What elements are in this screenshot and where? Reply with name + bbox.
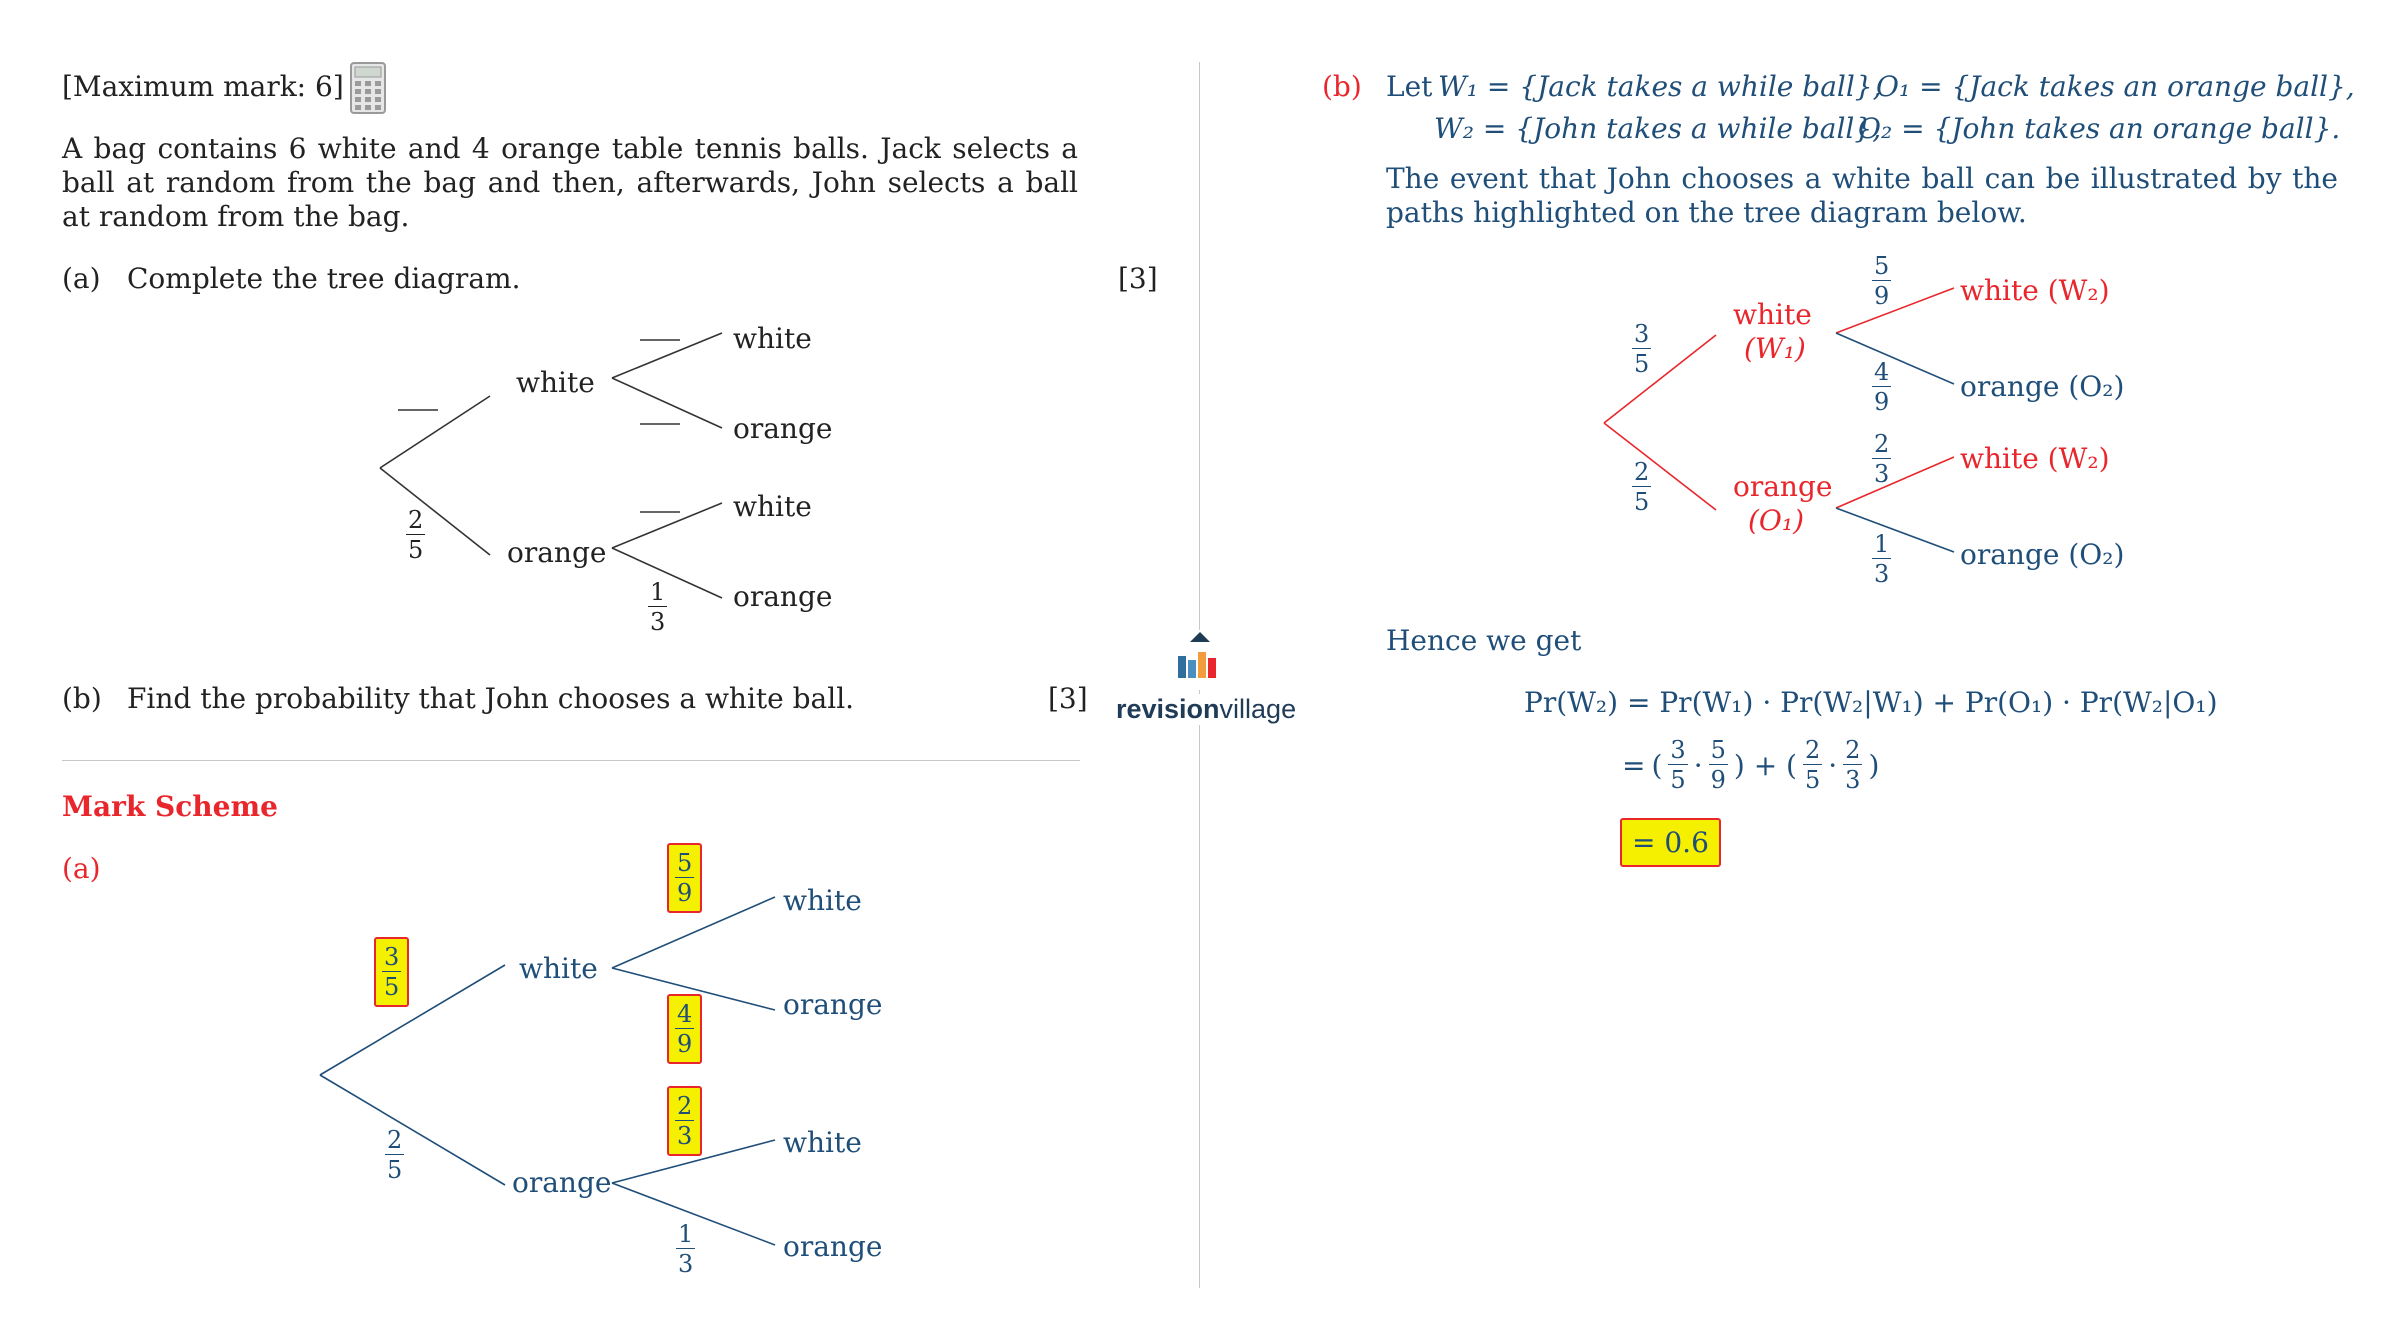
- ms-tree-orange-wo: orange: [783, 988, 883, 1021]
- ms-tree-orange-1: orange: [512, 1166, 612, 1199]
- ms-event-text: The event that John chooses a white ball…: [1386, 162, 2338, 229]
- ms-tree-white-1: white: [519, 952, 598, 985]
- revision-village-logo-icon: [1170, 630, 1230, 690]
- ms-step-dot: ·: [1693, 748, 1703, 782]
- ms-step-equals: =: [1622, 748, 1646, 782]
- ms-b-white-w2-top: white (W₂): [1960, 274, 2110, 307]
- ms-step-open-paren: (: [1651, 748, 1663, 782]
- ms-b-white-w2-bottom: white (W₂): [1960, 442, 2110, 475]
- part-b-text: Find the probability that John chooses a…: [127, 682, 855, 715]
- ms-let: Let: [1386, 70, 1433, 103]
- ms-step-dot-2: ·: [1828, 748, 1838, 782]
- ms-b-orange-o2-bottom: orange (O₂): [1960, 538, 2125, 571]
- question-intro: A bag contains 6 white and 4 orange tabl…: [62, 132, 1078, 233]
- part-b-marks: [3]: [1048, 682, 1088, 715]
- ms-o1-def: O₁ = {Jack takes an orange ball},: [1876, 70, 2355, 103]
- part-a-label: (a): [62, 262, 101, 295]
- tree-orange-wo: orange: [733, 412, 833, 445]
- ms-part-b-label: (b): [1322, 70, 1362, 103]
- ms-step-close-paren: ): [1868, 748, 1880, 782]
- part-a-marks: [3]: [1118, 262, 1158, 295]
- ms-tree-white-ow: white: [783, 1126, 862, 1159]
- ms-o2-def: O₂ = {John takes an orange ball}.: [1858, 112, 2341, 145]
- section-divider: [62, 760, 1080, 761]
- ms-formula: Pr(W₂) = Pr(W₁) · Pr(W₂|W₁) + Pr(O₁) · P…: [1524, 686, 2218, 719]
- tree-white-1: white: [516, 366, 595, 399]
- mark-scheme-heading: Mark Scheme: [62, 790, 278, 823]
- part-b-label: (b): [62, 682, 102, 715]
- tree-white-ow: white: [733, 490, 812, 523]
- ms-step-plus: ) + (: [1733, 748, 1797, 782]
- ms-w2-def: W₂ = {John takes a while ball},: [1434, 112, 1882, 145]
- ms-hence: Hence we get: [1386, 624, 1582, 657]
- calculator-icon: [350, 62, 386, 114]
- ms-b-w1: (W₁): [1744, 332, 1806, 365]
- ms-part-a-label: (a): [62, 852, 101, 885]
- ms-tree-orange-oo: orange: [783, 1230, 883, 1263]
- ms-w1-def: W₁ = {Jack takes a while ball},: [1438, 70, 1882, 103]
- brand-name-bold: revision: [1116, 694, 1220, 724]
- ms-tree-white-ww: white: [783, 884, 862, 917]
- brand-name: revisionvillage: [1112, 694, 1301, 725]
- tree-orange-oo: orange: [733, 580, 833, 613]
- part-a-text: Complete the tree diagram.: [127, 262, 521, 295]
- ms-b-o1: (O₁): [1748, 504, 1805, 537]
- ms-b-orange-o1: orange: [1733, 470, 1833, 503]
- ms-result-highlight: = 0.6: [1620, 818, 1721, 867]
- ms-b-white-w1: white: [1733, 298, 1812, 331]
- tree-white-ww: white: [733, 322, 812, 355]
- brand-name-light: village: [1219, 694, 1297, 724]
- ms-b-orange-o2-top: orange (O₂): [1960, 370, 2125, 403]
- max-mark: [Maximum mark: 6]: [62, 70, 344, 103]
- tree-orange-1: orange: [507, 536, 607, 569]
